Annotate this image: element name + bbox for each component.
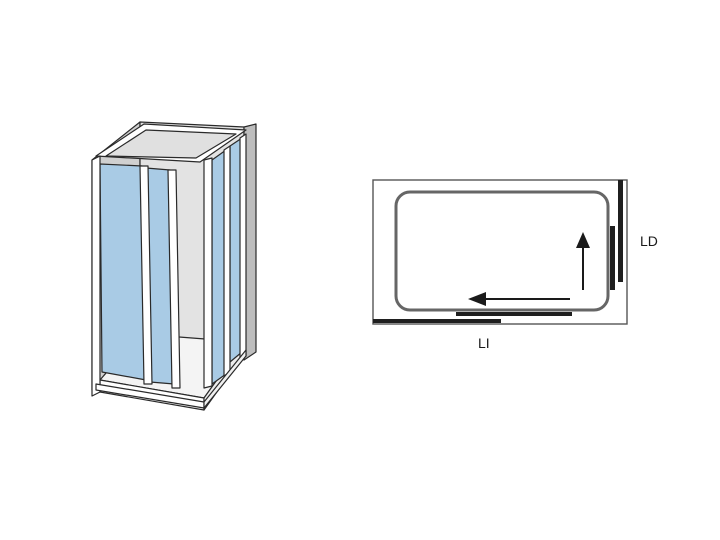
profile-front-2: [167, 169, 181, 389]
profile-left: [91, 155, 101, 397]
plan-outline: [372, 179, 628, 325]
plan-li-bar-outer: [373, 319, 501, 323]
plan-tray: [394, 190, 610, 312]
profile-front-1: [139, 165, 153, 385]
label-ld: LD: [640, 233, 658, 249]
plan-ld-bar-inner: [610, 226, 615, 290]
plan-ld-bar-outer: [618, 180, 623, 282]
bottom-rail-side: [203, 349, 247, 409]
arrow-left-icon: [468, 292, 486, 306]
top-frame-inner: [105, 129, 237, 159]
plan-li-bar-inner: [456, 312, 572, 316]
profile-corner: [203, 157, 213, 389]
arrow-up-icon: [576, 232, 590, 248]
label-li: LI: [478, 335, 490, 351]
